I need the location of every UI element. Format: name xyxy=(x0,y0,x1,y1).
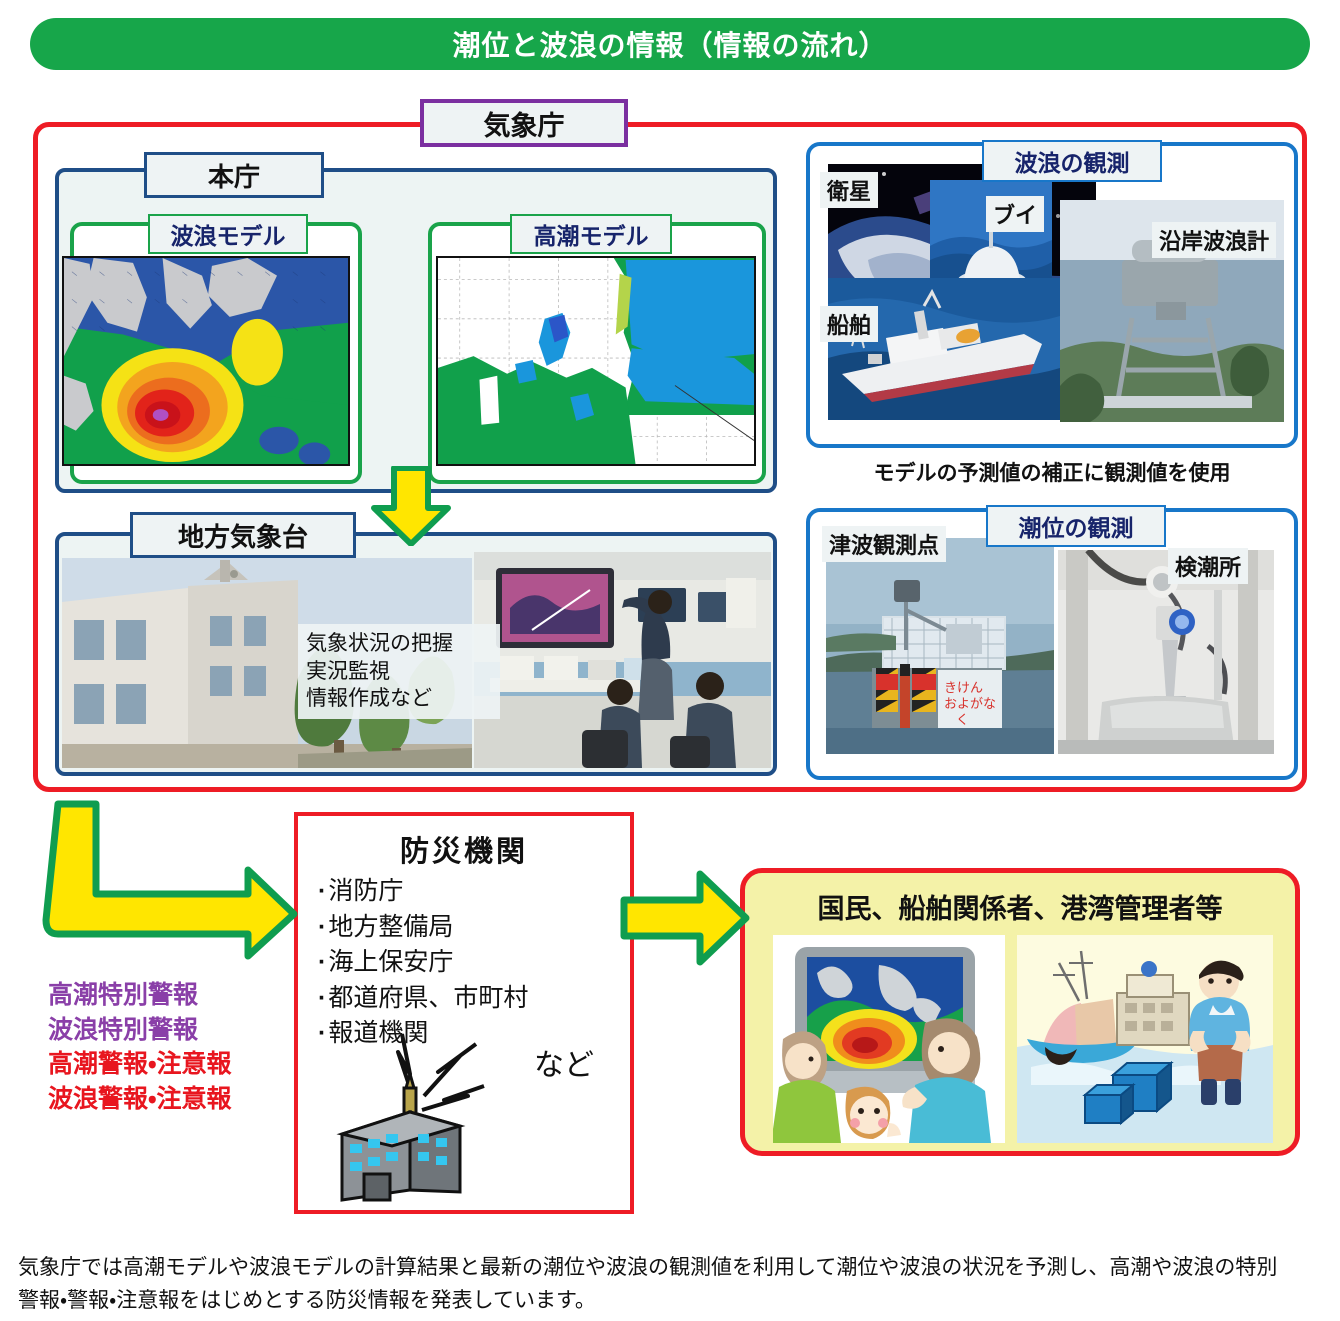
public-recipients-panel: 国民、船舶関係者、港湾管理者等 xyxy=(740,868,1300,1156)
task-line-3: 情報作成など xyxy=(306,687,432,711)
disaster-agencies-list: 消防庁 地方整備局 海上保安庁 都道府県、市町村 報道機関 xyxy=(318,874,528,1052)
headquarters-label-tag: 本庁 xyxy=(144,152,324,198)
list-item: 報道機関 xyxy=(318,1016,528,1052)
observation-ship-photo xyxy=(828,278,1060,420)
tide-station-label: 検潮所 xyxy=(1168,548,1249,584)
tide-observation-panel: きけん およがな く xyxy=(806,508,1298,780)
storm-surge-model-label: 高潮モデル xyxy=(533,223,649,249)
model-correction-note-text: モデルの予測値の補正に観測値を使用 xyxy=(873,462,1231,485)
wave-model-label-tag: 波浪モデル xyxy=(148,214,308,254)
coastal-wave-gauge-label-text: 沿岸波浪計 xyxy=(1159,229,1270,254)
local-met-office-label-tag: 地方気象台 xyxy=(130,512,356,558)
satellite-label-text: 衛星 xyxy=(827,179,872,204)
tide-station-photo xyxy=(1058,550,1274,754)
operations-room-graphic xyxy=(474,552,771,768)
svg-text:およがな: およがな xyxy=(944,696,996,711)
tsunami-observation-point-label: 津波観測点 xyxy=(822,526,947,562)
arrow-right-bousai-to-public xyxy=(620,870,750,966)
disaster-agencies-panel: 防災機関 消防庁 地方整備局 海上保安庁 都道府県、市町村 報道機関 など xyxy=(294,812,634,1214)
page-title-banner: 潮位と波浪の情報（情報の流れ） xyxy=(30,18,1310,70)
tsunami-observation-point-photo: きけん およがな く xyxy=(826,538,1054,754)
arrow-lshape-jma-to-bousai xyxy=(42,800,298,960)
list-item: 地方整備局 xyxy=(318,910,528,946)
observation-ship-label-text: 船舶 xyxy=(827,313,872,338)
buoy-label-text: ブイ xyxy=(993,203,1038,228)
page-title: 潮位と波浪の情報（情報の流れ） xyxy=(452,30,888,61)
caption-line-2: 警報・警報・注意報をはじめとする防災情報を発表しています。 xyxy=(18,1288,596,1312)
warning-labels-group: 高潮特別警報 波浪特別警報 高潮警報・注意報 波浪警報・注意報 xyxy=(48,978,298,1116)
caption-line-1: 気象庁では高潮モデルや波浪モデルの計算結果と最新の潮位や波浪の観測値を利用して潮… xyxy=(18,1256,1278,1279)
headquarters-label: 本庁 xyxy=(207,161,260,192)
local-met-office-label: 地方気象台 xyxy=(177,521,308,552)
task-line-2: 実況監視 xyxy=(306,659,390,683)
port-worker-and-ships-illustration xyxy=(1017,935,1273,1143)
public-recipients-title: 国民、船舶関係者、港湾管理者等 xyxy=(817,894,1223,924)
buoy-photo-label: ブイ xyxy=(986,196,1045,232)
satellite-photo-label: 衛星 xyxy=(820,172,879,208)
tide-observation-label: 潮位の観測 xyxy=(1018,515,1134,541)
storm-surge-model-map-graphic xyxy=(438,258,754,464)
warning-label: 波浪警報・注意報 xyxy=(48,1084,232,1113)
wave-model-map-graphic xyxy=(64,258,348,464)
wave-observation-label-tag: 波浪の観測 xyxy=(982,140,1162,182)
storm-surge-model-map xyxy=(436,256,756,466)
disaster-agencies-title: 防災機関 xyxy=(399,836,528,868)
wave-model-map xyxy=(62,256,350,466)
family-tv-graphic xyxy=(773,935,1005,1143)
model-correction-note: モデルの予測値の補正に観測値を使用 xyxy=(806,457,1298,487)
tide-observation-label-tag: 潮位の観測 xyxy=(986,505,1166,547)
svg-text:く: く xyxy=(956,712,969,727)
arrow-down-honcho-to-chiho xyxy=(371,466,451,546)
wave-model-label: 波浪モデル xyxy=(170,223,286,249)
task-line-1: 気象状況の把握 xyxy=(306,632,453,655)
warning-label: 高潮特別警報 xyxy=(48,981,199,1009)
svg-text:きけん: きけん xyxy=(944,680,983,695)
bottom-caption: 気象庁では高潮モデルや波浪モデルの計算結果と最新の潮位や波浪の観測値を利用して潮… xyxy=(18,1252,1322,1317)
observation-ship-photo-label: 船舶 xyxy=(820,306,879,342)
list-item: 海上保安庁 xyxy=(318,945,528,981)
jma-outer-frame xyxy=(33,122,1307,792)
family-watching-tv-weather-illustration xyxy=(773,935,1005,1143)
local-met-office-tasks-note: 気象状況の把握 実況監視 情報作成など xyxy=(298,624,500,720)
list-item: 消防庁 xyxy=(318,874,528,910)
port-worker-graphic xyxy=(1017,935,1273,1143)
coastal-wave-gauge-photo-label: 沿岸波浪計 xyxy=(1152,222,1277,258)
disaster-agencies-nado-label: など xyxy=(534,1049,594,1082)
tsunami-observation-point-label-text: 津波観測点 xyxy=(829,533,940,558)
jma-label: 気象庁 xyxy=(483,110,565,141)
tide-station-label-text: 検潮所 xyxy=(1175,555,1242,580)
storm-surge-model-label-tag: 高潮モデル xyxy=(510,214,672,254)
wave-observation-label: 波浪の観測 xyxy=(1014,150,1130,176)
broadcast-building-icon xyxy=(336,1033,485,1202)
jma-label-tag: 気象庁 xyxy=(420,99,628,147)
list-item: 都道府県、市町村 xyxy=(318,981,528,1017)
warning-label: 波浪特別警報 xyxy=(48,1015,199,1044)
local-met-office-operations-room-photo xyxy=(474,552,771,768)
warning-label: 高潮警報・注意報 xyxy=(48,1050,232,1078)
wave-observation-panel xyxy=(806,142,1298,448)
